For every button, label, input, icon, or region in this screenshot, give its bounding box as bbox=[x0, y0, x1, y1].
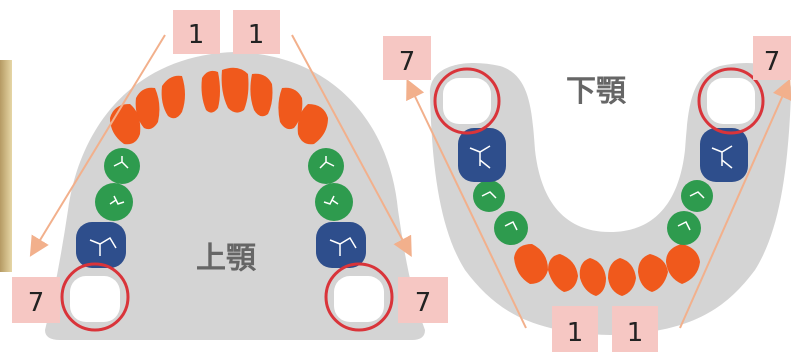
upper-tooth-wisdom bbox=[334, 276, 384, 322]
lower-label-bottom-left: 1 bbox=[567, 318, 584, 348]
upper-label-bottom-right: 7 bbox=[415, 288, 432, 318]
lower-tooth-premolar bbox=[494, 211, 528, 245]
lower-jaw-title: 下顎 bbox=[566, 74, 627, 109]
lower-label-top-left: 7 bbox=[399, 47, 416, 77]
upper-label-top-left: 1 bbox=[188, 20, 205, 50]
upper-label-top-right: 1 bbox=[248, 20, 265, 50]
lower-tooth-wisdom bbox=[707, 78, 755, 124]
lower-tooth-molar bbox=[458, 128, 506, 182]
upper-tooth-molar bbox=[76, 222, 126, 268]
upper-tooth-premolar bbox=[104, 148, 140, 184]
upper-jaw: 上顎 1 1 7 7 bbox=[12, 10, 448, 340]
lower-tooth-premolar bbox=[473, 180, 505, 212]
upper-tooth-premolar bbox=[308, 148, 344, 184]
upper-label-bottom-left: 7 bbox=[28, 288, 45, 318]
lower-label-top-right: 7 bbox=[764, 47, 781, 77]
lower-tooth-wisdom bbox=[443, 78, 491, 124]
upper-tooth-molar bbox=[316, 222, 366, 268]
lower-tooth-molar bbox=[700, 128, 748, 182]
upper-tooth-wisdom bbox=[70, 276, 120, 322]
upper-jaw-title: 上顎 bbox=[196, 241, 257, 276]
lower-tooth-premolar bbox=[681, 180, 713, 212]
lower-tooth-premolar bbox=[667, 211, 701, 245]
background-photo-strip bbox=[0, 60, 12, 272]
lower-label-bottom-right: 1 bbox=[627, 318, 644, 348]
